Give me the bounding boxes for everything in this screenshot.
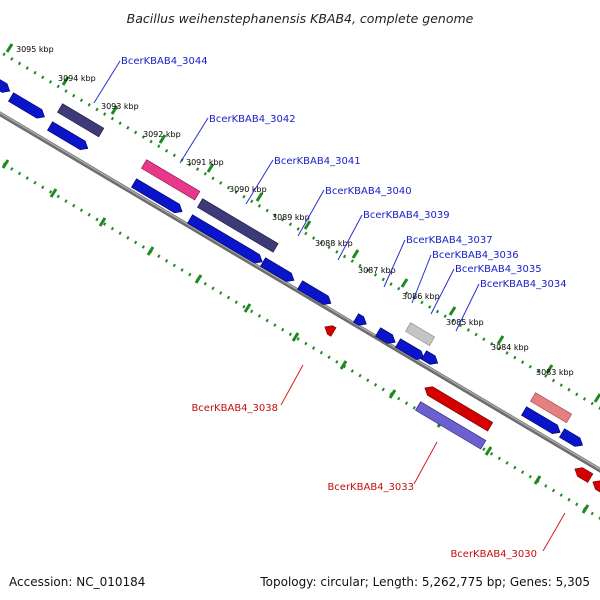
ruler-tick — [339, 360, 348, 370]
leader-line — [280, 364, 304, 406]
gene-label[interactable]: BcerKBAB4_3030 — [450, 549, 537, 560]
ruler-tick — [110, 105, 119, 115]
ruler-tick — [291, 332, 300, 342]
gene-feature[interactable] — [422, 384, 494, 432]
gene-label[interactable]: BcerKBAB4_3034 — [480, 279, 567, 290]
accession-text: Accession: NC_010184 — [9, 575, 145, 589]
leader-line — [430, 268, 455, 315]
ruler-tick — [243, 303, 252, 313]
gene-feature[interactable] — [322, 323, 337, 337]
ruler-tick — [400, 278, 409, 288]
inner-ruler-track — [0, 160, 600, 520]
leader-line — [337, 214, 363, 261]
ruler-tick — [303, 220, 312, 230]
leader-line — [542, 512, 566, 552]
ruler-tick — [388, 389, 397, 399]
ruler-label: 3092 kbp — [143, 130, 181, 139]
ruler-tick — [351, 249, 360, 259]
leader-line — [455, 283, 480, 332]
ruler-tick — [5, 43, 14, 53]
gene-feature[interactable] — [405, 322, 436, 347]
ruler-label: 3090 kbp — [229, 185, 267, 194]
ruler-label: 3083 kbp — [536, 368, 574, 377]
ruler-label: 3086 kbp — [402, 292, 440, 301]
gene-label[interactable]: BcerKBAB4_3035 — [455, 264, 542, 275]
gene-label[interactable]: BcerKBAB4_3033 — [327, 482, 414, 493]
gene-feature[interactable] — [521, 406, 562, 437]
gene-feature[interactable] — [395, 338, 426, 363]
leader-line — [245, 159, 274, 205]
forward-gene-labels: BcerKBAB4_3044 BcerKBAB4_3042 BcerKBAB4_… — [121, 56, 567, 290]
ruler-tick — [158, 134, 167, 144]
gene-feature[interactable] — [141, 159, 201, 201]
leader-line — [297, 189, 325, 237]
gene-label[interactable]: BcerKBAB4_3038 — [191, 403, 278, 414]
ruler-label: 3094 kbp — [58, 74, 96, 83]
gene-feature[interactable] — [187, 214, 264, 266]
ruler-tick — [448, 306, 457, 316]
leader-line — [411, 254, 432, 304]
leader-line — [383, 239, 406, 288]
ruler-label: 3085 kbp — [446, 318, 484, 327]
gene-feature[interactable] — [47, 121, 90, 153]
reverse-strand-genes — [322, 323, 600, 496]
ruler-label: 3088 kbp — [315, 239, 353, 248]
gene-feature[interactable] — [415, 401, 487, 450]
ruler-label: 3095 kbp — [16, 45, 54, 54]
ruler-tick — [206, 163, 215, 173]
ruler-label: 3093 kbp — [101, 102, 139, 111]
leader-line — [93, 60, 121, 104]
gene-feature[interactable] — [559, 428, 585, 450]
ruler-label: 3084 kbp — [491, 343, 529, 352]
outer-ruler-track — [0, 50, 600, 410]
ruler-tick — [545, 364, 554, 374]
forward-leader-lines — [93, 60, 480, 332]
gene-feature[interactable] — [131, 178, 184, 216]
ruler-tick — [533, 475, 542, 485]
ruler-tick — [98, 217, 107, 227]
forward-strand-genes — [0, 78, 585, 450]
ruler-labels: 3095 kbp 3094 kbp 3093 kbp 3092 kbp 3091… — [16, 45, 574, 377]
ruler-label: 3089 kbp — [272, 213, 310, 222]
gene-label[interactable]: BcerKBAB4_3040 — [325, 186, 412, 197]
gene-feature[interactable] — [197, 198, 279, 253]
reverse-leader-lines — [280, 364, 566, 552]
ruler-tick — [581, 504, 590, 514]
gene-feature[interactable] — [590, 478, 600, 496]
gene-feature[interactable] — [260, 257, 296, 285]
gene-label[interactable]: BcerKBAB4_3036 — [432, 250, 519, 261]
gene-label[interactable]: BcerKBAB4_3044 — [121, 56, 208, 67]
gene-feature[interactable] — [297, 280, 333, 308]
gene-feature[interactable] — [530, 392, 573, 424]
gene-label[interactable]: BcerKBAB4_3039 — [363, 210, 450, 221]
gene-feature[interactable] — [0, 78, 12, 96]
ruler-tick — [255, 192, 264, 202]
gene-feature[interactable] — [353, 313, 368, 329]
ruler-tick — [194, 274, 203, 284]
map-title: Bacillus weihenstephanensis KBAB4, compl… — [127, 11, 474, 26]
gene-feature[interactable] — [375, 327, 397, 347]
ruler-tick — [49, 188, 58, 198]
gene-feature[interactable] — [572, 465, 594, 483]
reverse-gene-labels: BcerKBAB4_3038 BcerKBAB4_3033 BcerKBAB4_… — [191, 403, 537, 560]
gene-label[interactable]: BcerKBAB4_3037 — [406, 235, 493, 246]
ruler-tick — [484, 446, 493, 456]
genome-summary-text: Topology: circular; Length: 5,262,775 bp… — [259, 575, 590, 589]
gene-feature[interactable] — [57, 103, 105, 138]
ruler-tick — [593, 393, 600, 403]
gene-label[interactable]: BcerKBAB4_3042 — [209, 114, 296, 125]
gene-feature[interactable] — [421, 350, 440, 368]
ruler-label: 3087 kbp — [358, 266, 396, 275]
ruler-tick — [1, 159, 10, 169]
genome-backbone — [0, 111, 600, 473]
ruler-tick — [146, 246, 155, 256]
leader-line — [413, 441, 438, 485]
leader-line — [179, 117, 209, 164]
ruler-tick — [496, 335, 505, 345]
ruler-label: 3091 kbp — [186, 158, 224, 167]
gene-label[interactable]: BcerKBAB4_3041 — [274, 156, 361, 167]
ruler-tick — [61, 76, 70, 86]
gene-feature[interactable] — [8, 92, 47, 122]
